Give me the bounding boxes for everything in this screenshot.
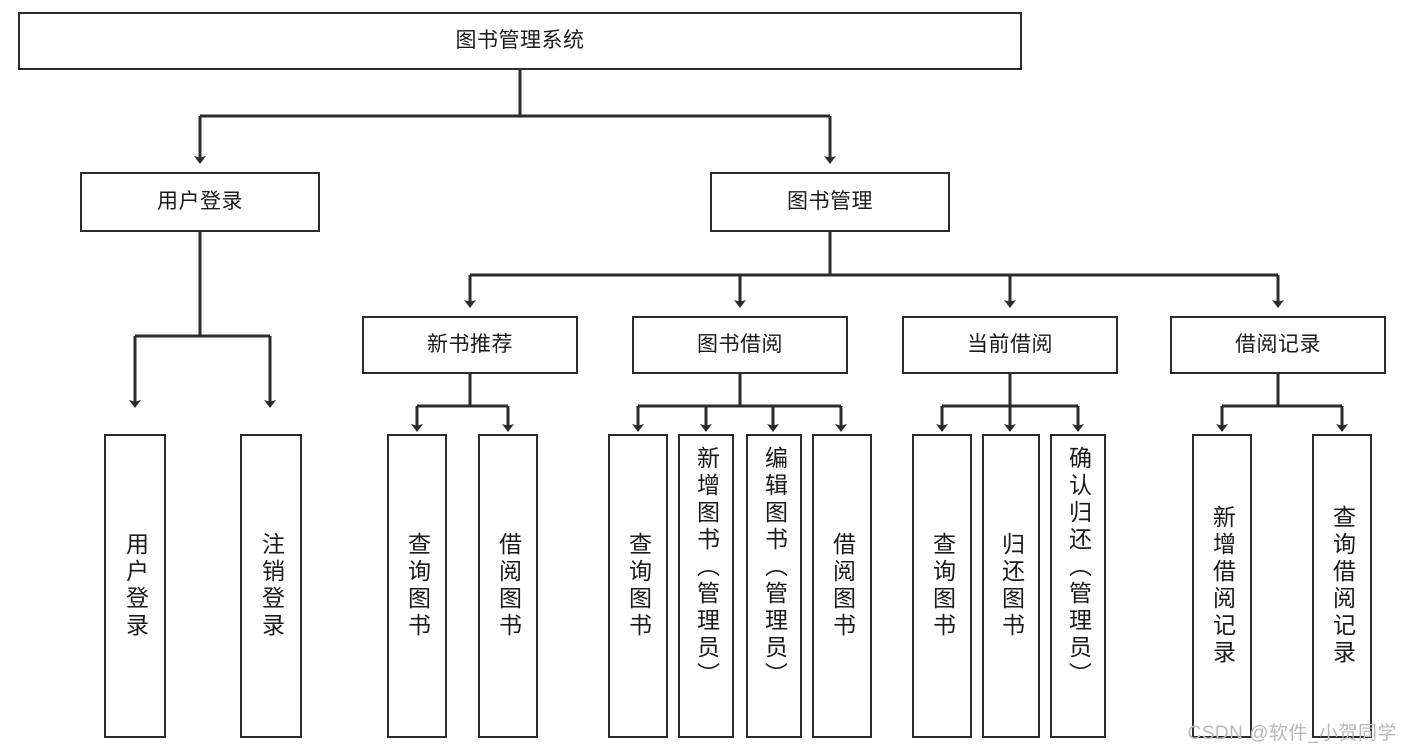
leaf-add-book-admin[interactable]: 新增图书（管理员） [678, 434, 734, 738]
node-label: 确认归还（管理员） [1065, 446, 1092, 689]
edges-userlogin-to-leaves [129, 232, 276, 408]
node-label: 图书管理系统 [455, 29, 585, 53]
node-root-library-management-system[interactable]: 图书管理系统 [18, 12, 1022, 70]
node-label: 新增借阅记录 [1209, 505, 1236, 667]
node-book-borrow[interactable]: 图书借阅 [632, 316, 848, 374]
leaf-user-login[interactable]: 用户登录 [104, 434, 166, 738]
leaf-edit-book-admin[interactable]: 编辑图书（管理员） [746, 434, 802, 738]
node-borrow-record[interactable]: 借阅记录 [1170, 316, 1386, 374]
edges-newbook-to-leaves [411, 374, 514, 432]
node-label: 新书推荐 [427, 333, 513, 357]
node-label: 编辑图书（管理员） [761, 446, 788, 689]
leaf-query-books-recommend[interactable]: 查询图书 [387, 434, 447, 738]
node-label: 归还图书 [998, 532, 1025, 640]
node-label: 查询图书 [625, 532, 652, 640]
node-label: 借阅记录 [1235, 333, 1321, 357]
edges-currentborrow-to-leaves [936, 374, 1084, 432]
edges-root-to-level2 [194, 70, 836, 164]
node-current-borrow[interactable]: 当前借阅 [902, 316, 1118, 374]
leaf-query-borrow-record[interactable]: 查询借阅记录 [1312, 434, 1372, 738]
leaf-confirm-return-admin[interactable]: 确认归还（管理员） [1050, 434, 1106, 738]
node-label: 查询图书 [929, 532, 956, 640]
node-new-book-recommendation[interactable]: 新书推荐 [362, 316, 578, 374]
node-label: 查询借阅记录 [1329, 505, 1356, 667]
leaf-query-books-borrow[interactable]: 查询图书 [608, 434, 668, 738]
leaf-return-books[interactable]: 归还图书 [982, 434, 1040, 738]
node-label: 图书借阅 [697, 333, 783, 357]
edges-borrowrecord-to-leaves [1216, 374, 1348, 432]
node-label: 当前借阅 [967, 333, 1053, 357]
node-label: 用户登录 [122, 532, 149, 640]
node-user-login[interactable]: 用户登录 [80, 172, 320, 232]
leaf-borrow-books-recommend[interactable]: 借阅图书 [478, 434, 538, 738]
edges-bookmanage-to-level3 [464, 232, 1284, 308]
node-label: 图书管理 [787, 190, 873, 214]
node-label: 借阅图书 [495, 532, 522, 640]
node-book-management[interactable]: 图书管理 [710, 172, 950, 232]
node-label: 新增图书（管理员） [693, 446, 720, 689]
leaf-add-borrow-record[interactable]: 新增借阅记录 [1192, 434, 1252, 738]
leaf-borrow-books[interactable]: 借阅图书 [812, 434, 872, 738]
leaf-query-books-current[interactable]: 查询图书 [912, 434, 972, 738]
node-label: 借阅图书 [829, 532, 856, 640]
node-label: 注销登录 [258, 532, 285, 640]
leaf-logout[interactable]: 注销登录 [240, 434, 302, 738]
node-label: 用户登录 [157, 190, 243, 214]
edges-bookborrow-to-leaves [632, 374, 847, 432]
node-label: 查询图书 [404, 532, 431, 640]
